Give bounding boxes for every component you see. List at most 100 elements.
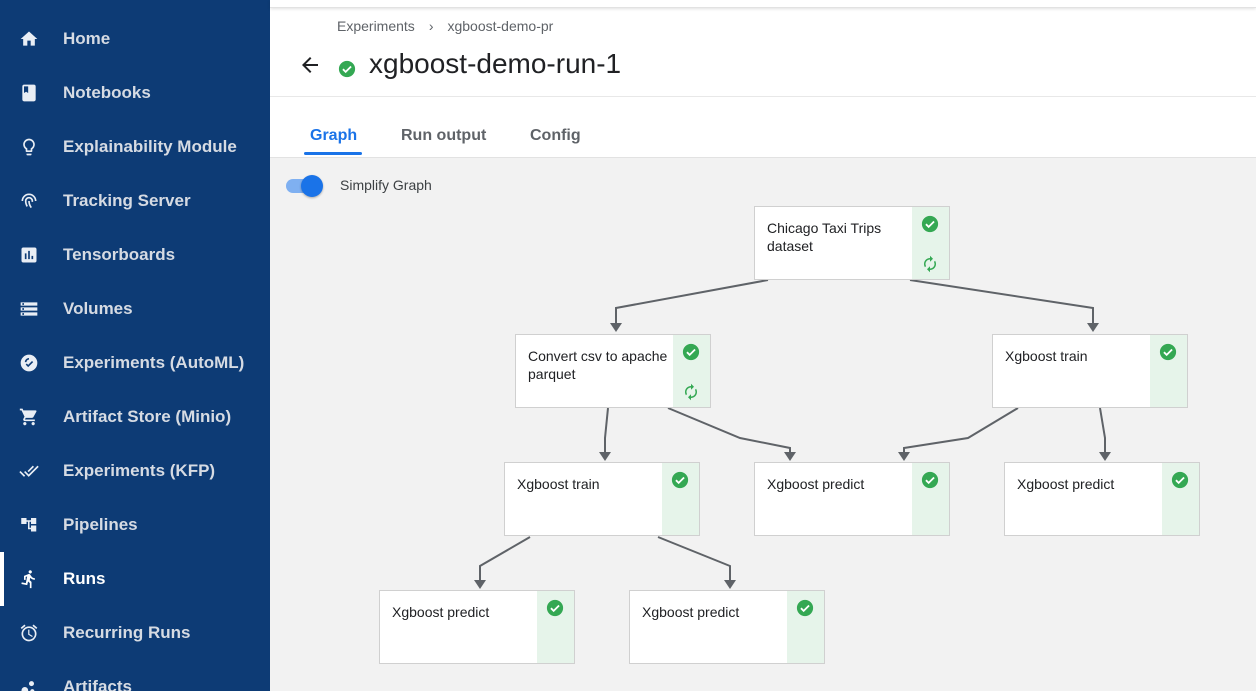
node-label: Xgboost predict	[642, 604, 740, 620]
tab-graph[interactable]: Graph	[310, 127, 358, 144]
simplify-graph-toggle[interactable]	[286, 175, 324, 197]
edge-n3-n5	[903, 407, 1019, 453]
arrowhead	[1087, 323, 1099, 332]
pipeline-icon	[18, 514, 40, 536]
graph-node-xgboost-predict[interactable]: Xgboost predict	[754, 462, 950, 536]
graph-edges	[474, 279, 1111, 589]
simplify-graph-label: Simplify Graph	[340, 177, 432, 193]
active-tab-indicator	[304, 152, 362, 155]
lightbulb-icon	[18, 136, 40, 158]
node-status-cell	[1162, 463, 1199, 535]
edge-n4-n8	[657, 536, 731, 581]
sidebar-item-label: Home	[63, 29, 111, 48]
cached-icon	[921, 255, 939, 273]
edge-n1-n2	[615, 279, 769, 324]
breadcrumb: Experiments › xgboost-demo-pr	[337, 18, 553, 34]
sidebar-item-tracking-server[interactable]: Tracking Server	[0, 174, 270, 228]
breadcrumb-experiments-link[interactable]: Experiments	[337, 18, 415, 34]
experiments-icon	[18, 352, 40, 374]
success-check-icon	[921, 215, 939, 233]
sidebar-item-artifacts[interactable]: Artifacts	[0, 660, 270, 691]
arrowhead	[474, 580, 486, 589]
success-check-icon	[682, 343, 700, 361]
sidebar-item-volumes[interactable]: Volumes	[0, 282, 270, 336]
sidebar-item-label: Artifacts	[63, 677, 132, 691]
graph-node-xgboost-train[interactable]: Xgboost train	[992, 334, 1188, 408]
success-check-icon	[1159, 343, 1177, 361]
back-arrow-icon[interactable]	[298, 53, 322, 77]
main-content: Experiments › xgboost-demo-pr xgboost-de…	[270, 0, 1256, 691]
tab-bar: Graph Run output Config	[270, 97, 1256, 157]
runner-icon	[18, 568, 40, 590]
breadcrumb-separator: ›	[428, 18, 434, 34]
sidebar-item-home[interactable]: Home	[0, 12, 270, 66]
success-check-icon	[338, 60, 356, 78]
success-check-icon	[1171, 471, 1189, 489]
top-bar	[270, 0, 1256, 8]
sidebar-item-artifact-store[interactable]: Artifact Store (Minio)	[0, 390, 270, 444]
sidebar-item-label: Experiments (AutoML)	[63, 353, 245, 372]
graph-node-convert-csv[interactable]: Convert csv to apache parquet	[515, 334, 711, 408]
edge-n2-n4	[604, 407, 609, 453]
success-check-icon	[546, 599, 564, 617]
sidebar-item-label: Explainability Module	[63, 137, 237, 156]
node-label: Xgboost train	[517, 476, 600, 492]
graph-node-xgboost-predict[interactable]: Xgboost predict	[1004, 462, 1200, 536]
arrowhead	[784, 452, 796, 461]
cached-icon	[682, 383, 700, 401]
edge-n1-n3	[909, 279, 1094, 324]
arrowhead	[1099, 452, 1111, 461]
node-label: Xgboost train	[1005, 348, 1088, 364]
bar-chart-icon	[18, 244, 40, 266]
graph-node-xgboost-predict[interactable]: Xgboost predict	[629, 590, 825, 664]
storage-icon	[18, 298, 40, 320]
sidebar-item-label: Tensorboards	[63, 245, 176, 264]
home-icon	[18, 28, 40, 50]
sidebar-item-label: Recurring Runs	[63, 623, 191, 642]
sidebar-item-label: Experiments (KFP)	[63, 461, 216, 480]
node-label: Xgboost predict	[767, 476, 865, 492]
sidebar-item-recurring-runs[interactable]: Recurring Runs	[0, 606, 270, 660]
tab-config[interactable]: Config	[530, 127, 581, 144]
breadcrumb-experiment-link[interactable]: xgboost-demo-pr	[447, 18, 554, 34]
sidebar-item-experiments-automl[interactable]: Experiments (AutoML)	[0, 336, 270, 390]
sidebar-item-notebooks[interactable]: Notebooks	[0, 66, 270, 120]
sidebar-item-label: Notebooks	[63, 83, 151, 102]
edge-n2-n5	[667, 407, 791, 453]
graph-node-xgboost-train[interactable]: Xgboost train	[504, 462, 700, 536]
node-label: Xgboost predict	[392, 604, 490, 620]
node-label: Convert csv to apache parquet	[528, 348, 668, 382]
sidebar-item-label: Runs	[63, 569, 106, 588]
sidebar-item-label: Tracking Server	[63, 191, 191, 210]
node-status-cell	[787, 591, 824, 663]
tab-run-output[interactable]: Run output	[401, 127, 487, 144]
alarm-icon	[18, 622, 40, 644]
arrowhead	[599, 452, 611, 461]
page-title: xgboost-demo-run-1	[369, 48, 622, 79]
done-all-icon	[18, 460, 40, 482]
graph-canvas: Simplify Graph	[270, 157, 1256, 691]
sidebar-item-experiments-kfp[interactable]: Experiments (KFP)	[0, 444, 270, 498]
sidebar-item-label: Pipelines	[63, 515, 138, 534]
arrowhead	[898, 452, 910, 461]
success-check-icon	[671, 471, 689, 489]
node-status-cell	[673, 335, 710, 407]
sidebar-item-label: Volumes	[63, 299, 133, 318]
graph-node-chicago-taxi[interactable]: Chicago Taxi Trips dataset	[754, 206, 950, 280]
sidebar-item-tensorboards[interactable]: Tensorboards	[0, 228, 270, 282]
page-header: xgboost-demo-run-1	[270, 40, 1256, 97]
sidebar-item-pipelines[interactable]: Pipelines	[0, 498, 270, 552]
node-status-cell	[1150, 335, 1187, 407]
node-status-cell	[537, 591, 574, 663]
node-label: Chicago Taxi Trips dataset	[767, 220, 882, 254]
node-status-cell	[912, 207, 949, 279]
edge-n4-n7	[479, 536, 531, 581]
bubbles-icon	[18, 676, 40, 691]
sidebar-item-runs[interactable]: Runs	[0, 552, 270, 606]
graph-node-xgboost-predict[interactable]: Xgboost predict	[379, 590, 575, 664]
toggle-thumb	[301, 175, 323, 197]
node-status-cell	[662, 463, 699, 535]
arrowhead	[724, 580, 736, 589]
sidebar-item-explainability[interactable]: Explainability Module	[0, 120, 270, 174]
fingerprint-icon	[18, 190, 40, 212]
